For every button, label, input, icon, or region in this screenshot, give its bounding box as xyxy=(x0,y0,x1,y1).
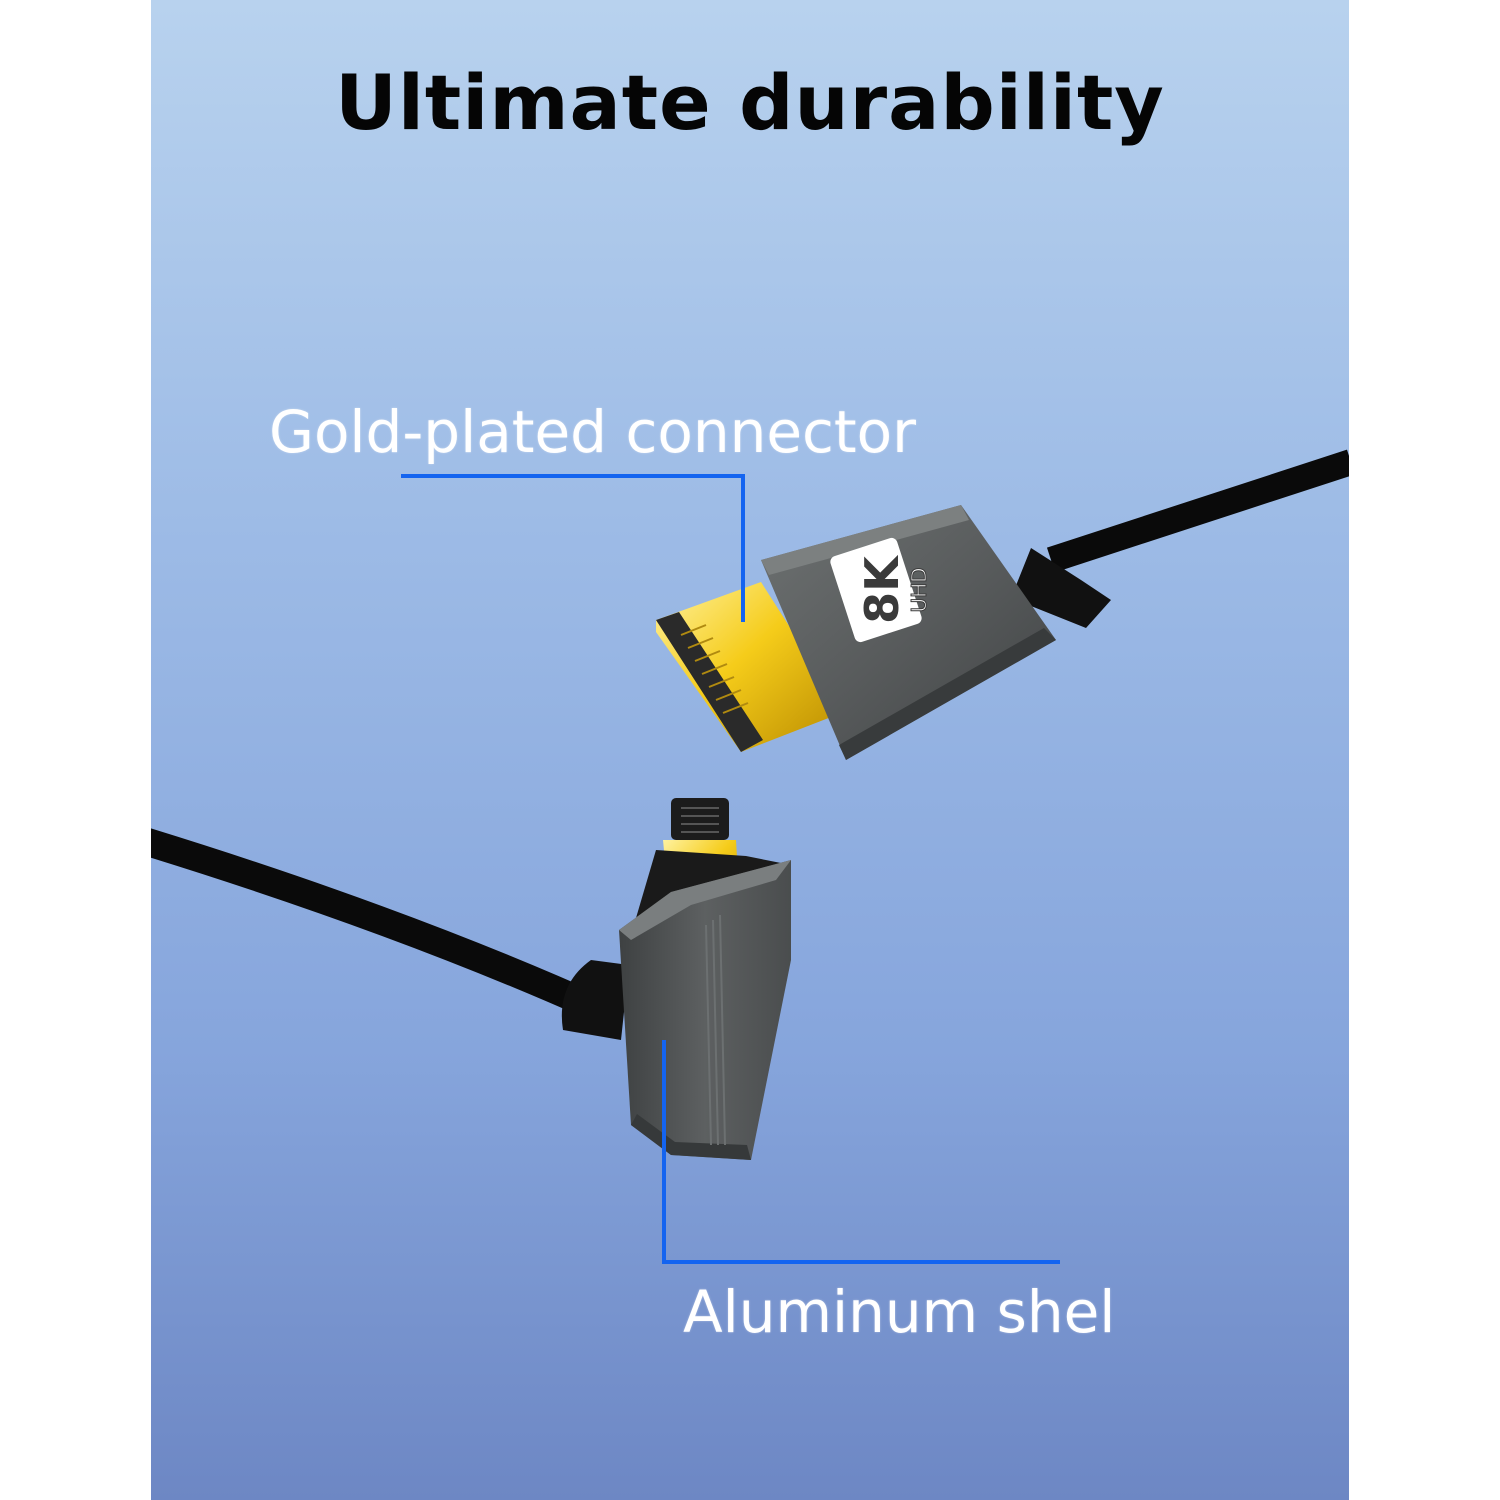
top-cable xyxy=(1046,449,1349,573)
badge-8k-text: 8K xyxy=(855,554,909,624)
gold-connector-top xyxy=(656,582,844,752)
headline: Ultimate durability xyxy=(335,58,1165,147)
bottom-cable xyxy=(151,828,607,1023)
aluminum-shell-bottom xyxy=(619,850,791,1160)
product-panel: Ultimate durability xyxy=(151,0,1349,1500)
aluminum-shell-top: 8K UHD xyxy=(761,505,1056,760)
cable-illustration: 8K UHD xyxy=(151,449,1349,1264)
callout-connector: Gold-plated connector xyxy=(269,398,916,466)
badge-uhd-text: UHD xyxy=(907,567,931,612)
top-strain-relief xyxy=(1011,548,1111,628)
callout-shell: Aluminum shel xyxy=(683,1278,1116,1346)
shell-leader-line xyxy=(662,1040,1060,1264)
connector-leader-line xyxy=(401,474,745,622)
bottom-strain-relief xyxy=(561,960,629,1040)
8k-badge xyxy=(830,537,922,643)
